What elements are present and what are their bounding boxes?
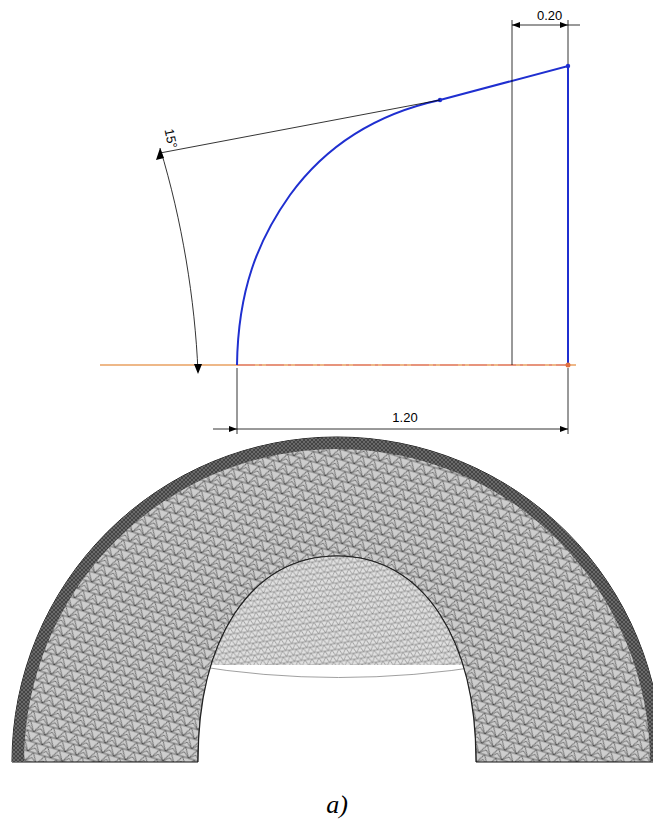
axis-line	[100, 364, 576, 366]
dimension-label: 15°	[162, 128, 179, 150]
axis-centerline	[237, 364, 568, 365]
dimension-label: 0.20	[537, 9, 562, 22]
dimension-line	[213, 429, 568, 430]
tangent-line	[160, 100, 440, 153]
figure-caption: a)	[326, 792, 348, 818]
profile-curve	[237, 66, 568, 365]
angle-arc	[160, 148, 198, 372]
dimension-label: 1.20	[390, 411, 419, 424]
dimension-line	[512, 25, 580, 26]
